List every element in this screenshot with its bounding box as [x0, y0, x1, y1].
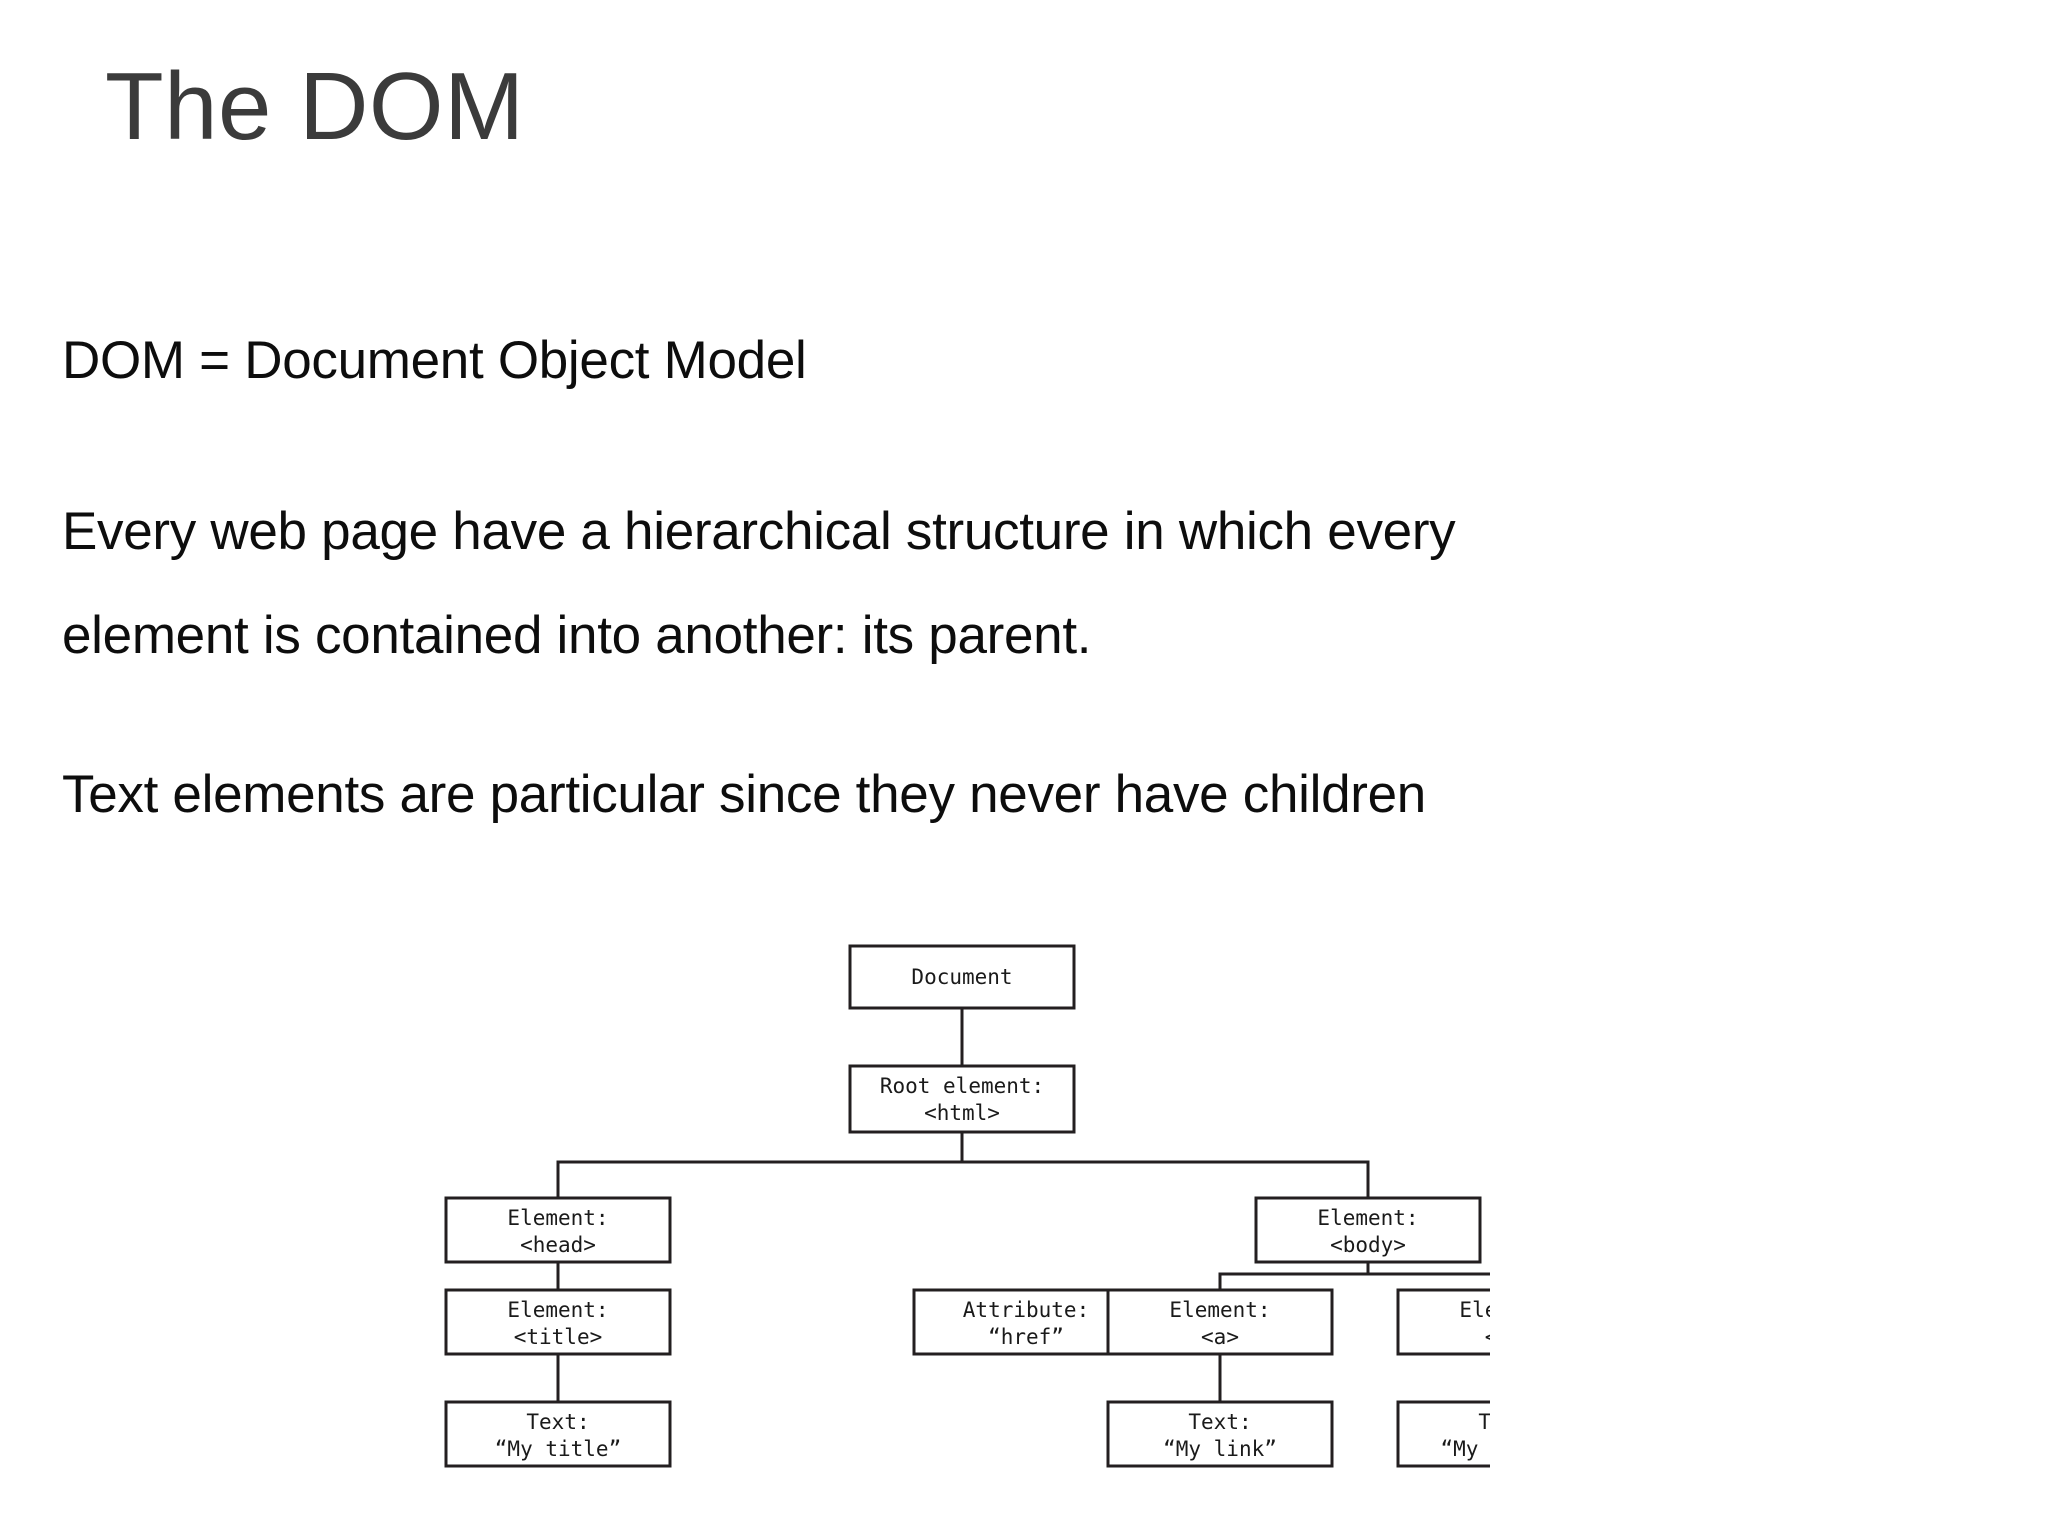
text-elements-paragraph: Text elements are particular since they …: [62, 764, 1426, 824]
slide-body-text: DOM = Document Object Model Every web pa…: [62, 330, 1922, 826]
node-element-anchor-label-line2: <a>: [1201, 1325, 1239, 1349]
dom-definition-line: DOM = Document Object Model: [62, 331, 807, 390]
node-element-head-label-line2: <head>: [520, 1233, 596, 1257]
node-text-my-header-label-line1: Text:: [1478, 1410, 1490, 1434]
node-attribute-href-box: [912, 1288, 1140, 1356]
node-element-h1-label-line1: Element:: [1459, 1298, 1490, 1322]
node-document-box: [848, 944, 1076, 1010]
edge-root-branch: [556, 1130, 1370, 1200]
hierarchy-paragraph-line-2: element is contained into another: its p…: [62, 606, 1092, 666]
node-attribute-href-label-line1: Attribute:: [963, 1298, 1089, 1322]
node-text-my-header-box: [1396, 1400, 1490, 1468]
node-text-my-link-box: [1106, 1400, 1334, 1468]
node-text-my-link: Text: “My link”: [1106, 1400, 1334, 1468]
node-element-title-label-line2: <title>: [514, 1325, 603, 1349]
node-element-anchor-box: [1106, 1288, 1334, 1356]
node-element-title: Element: <title>: [444, 1288, 672, 1356]
node-document-label: Document: [911, 965, 1012, 989]
edge-body-branch: [1218, 1260, 1490, 1292]
node-attribute-href-label-line2: “href”: [988, 1325, 1064, 1349]
node-element-head-box: [444, 1196, 672, 1264]
node-attribute-href: Attribute: “href”: [912, 1288, 1140, 1356]
node-document: Document: [848, 944, 1076, 1010]
node-element-head: Element: <head>: [444, 1196, 672, 1264]
node-element-h1-box: [1396, 1288, 1490, 1356]
node-text-my-title: Text: “My title”: [444, 1400, 672, 1468]
node-element-anchor-label-line1: Element:: [1169, 1298, 1270, 1322]
node-root-html-box: [848, 1064, 1076, 1134]
node-element-title-label-line1: Element:: [507, 1298, 608, 1322]
node-text-my-header: Text: “My header”: [1396, 1400, 1490, 1468]
node-element-body-label-line1: Element:: [1317, 1206, 1418, 1230]
page-title: The DOM: [105, 53, 525, 160]
node-root-html-label-line1: Root element:: [880, 1074, 1044, 1098]
node-element-body: Element: <body>: [1254, 1196, 1482, 1264]
hierarchy-paragraph-line-1: Every web page have a hierarchical struc…: [62, 501, 1456, 561]
dom-tree-diagram: Document Root element: <html> Element: <…: [420, 940, 1490, 1510]
node-root-html-label-line2: <html>: [924, 1101, 1000, 1125]
node-text-my-link-label-line1: Text:: [1188, 1410, 1251, 1434]
node-element-anchor: Element: <a>: [1106, 1288, 1334, 1356]
node-element-title-box: [444, 1288, 672, 1356]
node-text-my-title-label-line1: Text:: [526, 1410, 589, 1434]
node-text-my-title-box: [444, 1400, 672, 1468]
node-text-my-title-label-line2: “My title”: [495, 1437, 621, 1461]
node-text-my-header-label-line2: “My header”: [1440, 1437, 1490, 1461]
node-element-head-label-line1: Element:: [507, 1206, 608, 1230]
node-element-body-label-line2: <body>: [1330, 1233, 1406, 1257]
node-element-body-box: [1254, 1196, 1482, 1264]
node-root-html: Root element: <html>: [848, 1064, 1076, 1134]
node-element-h1-label-line2: <h1>: [1485, 1325, 1490, 1349]
node-text-my-link-label-line2: “My link”: [1163, 1437, 1277, 1461]
node-element-h1: Element: <h1>: [1396, 1288, 1490, 1356]
